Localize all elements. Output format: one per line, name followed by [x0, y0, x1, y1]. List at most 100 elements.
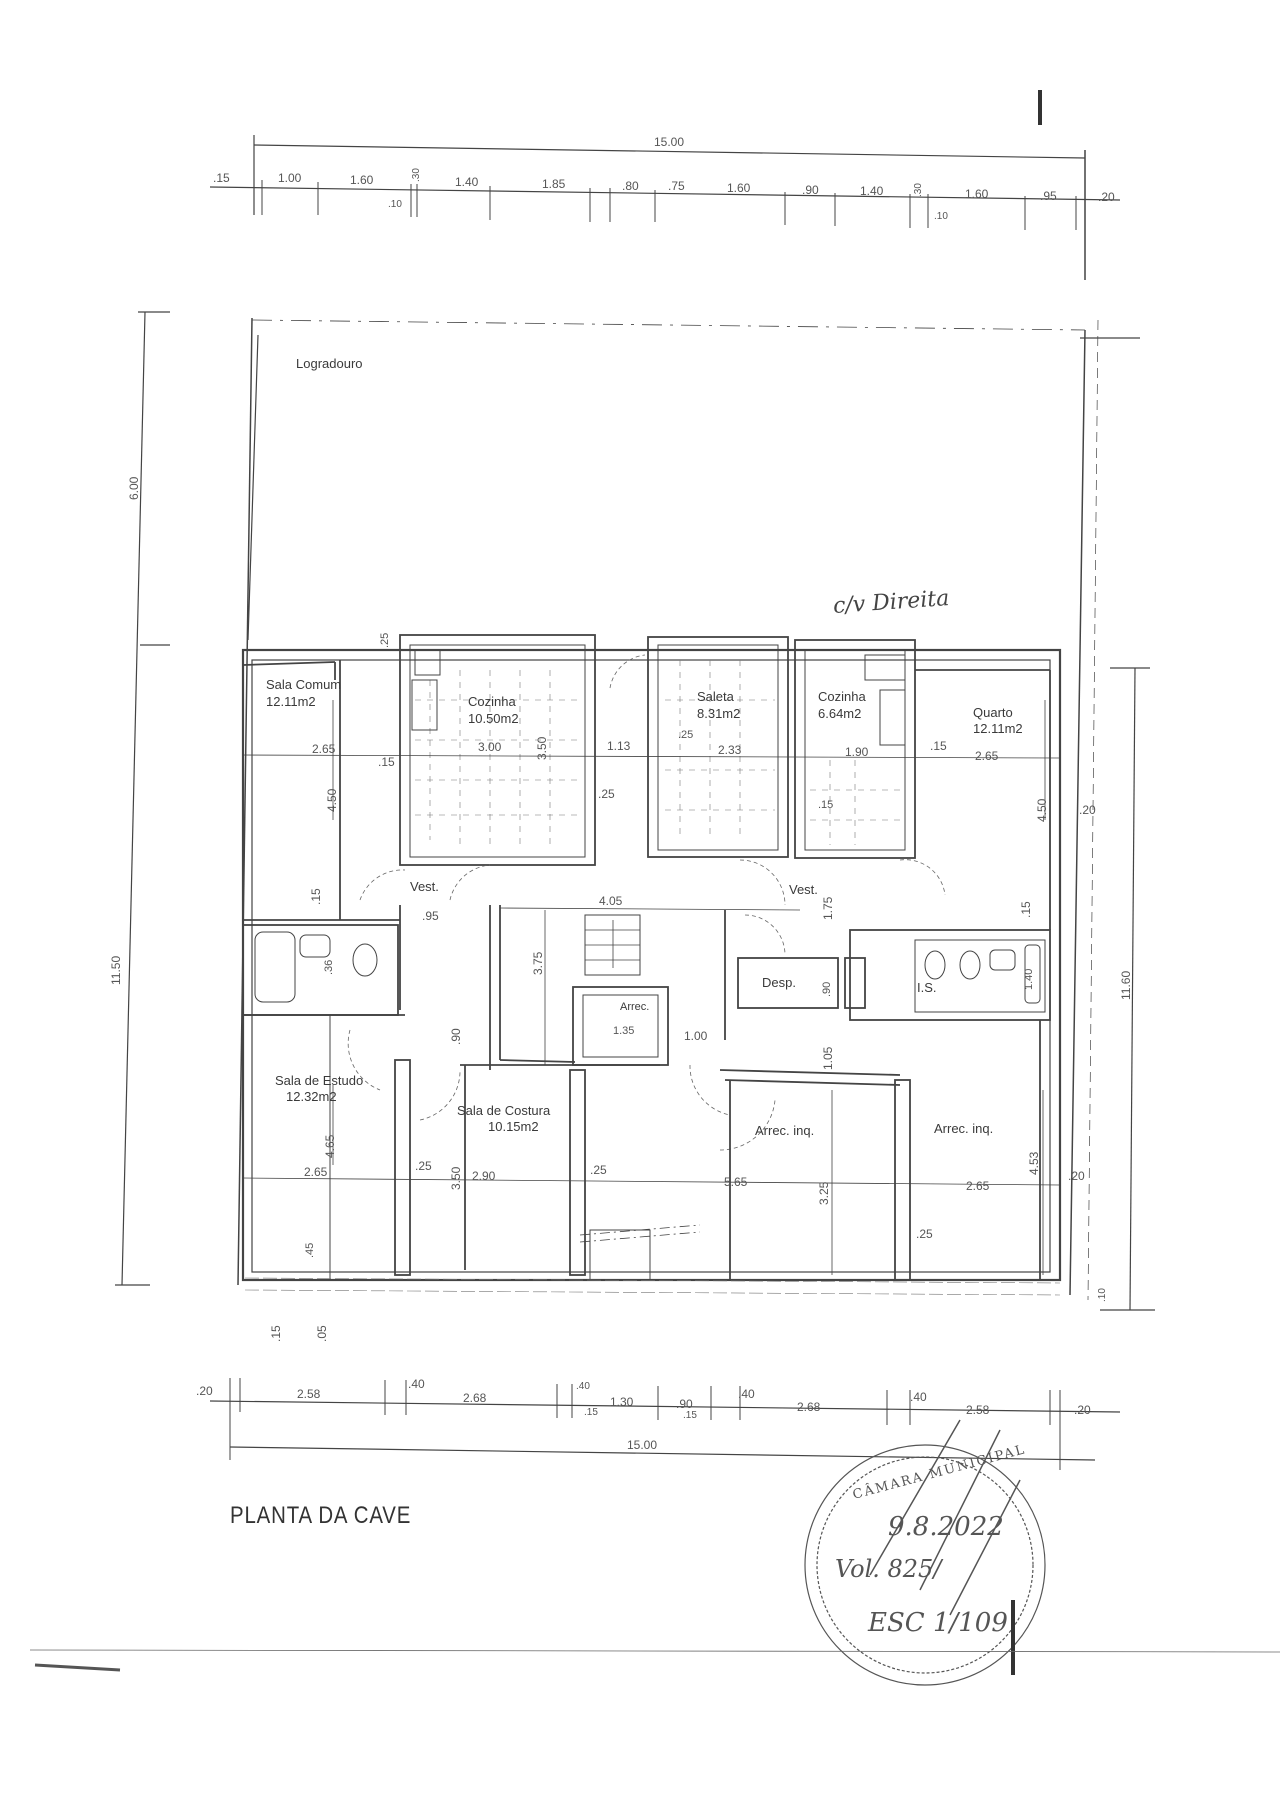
bath-dimension: .36: [323, 959, 335, 975]
bottom-segment-dim-line: [209, 1400, 1121, 1413]
bottom-dim-segment: 2.58: [966, 1403, 990, 1417]
bottom-dim-segment: .20: [1074, 1403, 1091, 1417]
hall-width-dimension: 4.05: [599, 894, 623, 908]
top-dim-segment: .75: [668, 179, 685, 193]
hall-depth-dimension: 3.75: [531, 951, 545, 975]
bottom-dim-segment: .40: [408, 1377, 425, 1391]
bottom-dim-segment: 1.30: [610, 1395, 634, 1409]
bottom-dim-segment: .40: [738, 1387, 755, 1401]
corridor-gap-dimension: 1.13: [607, 739, 631, 753]
room-cozinha-1-name: Cozinha: [468, 694, 516, 709]
room-arrec-small-width: 1.35: [613, 1025, 635, 1037]
wall-thickness-dimension: .20: [1068, 1169, 1085, 1183]
wall-thickness-dimension: .25: [916, 1227, 933, 1241]
top-dim-segment: .30: [913, 183, 924, 197]
top-dim-segment: 1.60: [350, 173, 374, 187]
room-arrec-inq-1-depth: 3.25: [817, 1181, 831, 1205]
lower-rooms-dim-line: [242, 1177, 1061, 1186]
room-vest-left-name: Vest.: [410, 879, 439, 894]
logradouro-label: Logradouro: [296, 356, 363, 371]
wall-thickness-dimension: .25: [678, 729, 694, 741]
site-right-boundary: [1069, 329, 1086, 1296]
door-width-dimension: 1.00: [684, 1029, 708, 1043]
room-sala-comum-area: 12.11m2: [266, 694, 316, 709]
wall-thickness-dimension: .15: [818, 799, 834, 811]
room-arrec-inq-2-depth: 4.53: [1027, 1151, 1041, 1175]
door-width-dimension: .90: [449, 1028, 463, 1045]
room-is-name: I.S.: [917, 980, 937, 995]
right-dimension: 11.60: [1119, 970, 1133, 1000]
room-quarto-name: Quarto: [973, 705, 1013, 720]
wall-thickness-dimension: .20: [1079, 803, 1096, 817]
top-dim-segment: .15: [213, 171, 230, 185]
room-arrec-inq-1-name: Arrec. inq.: [755, 1123, 815, 1138]
room-saleta-area: 8.31m2: [697, 706, 741, 721]
wall-thickness-dimension: .15: [930, 739, 947, 753]
stamp-volume: Vol. 825/: [835, 1555, 942, 1583]
room-sala-comum-depth: 4.50: [325, 788, 339, 812]
door-width-dimension: 1.05: [821, 1046, 835, 1070]
stamp-reference: ESC 1/109: [868, 1608, 1008, 1638]
bottom-dim-segment: 2.58: [297, 1387, 321, 1401]
municipal-stamp-graphic: [804, 1419, 1046, 1686]
top-dim-segment: 1.40: [860, 184, 884, 198]
vest-right-depth-dimension: 1.75: [821, 896, 835, 920]
wall-thickness-dimension: .15: [309, 888, 323, 905]
drawing-title: PLANTA DA CAVE: [230, 1502, 412, 1529]
left-upper-dimension: 6.00: [127, 476, 141, 500]
top-dim-segment: .80: [622, 179, 639, 193]
bottom-dim-segment: .90: [676, 1397, 693, 1411]
room-sala-costura-name: Sala de Costura: [457, 1103, 551, 1118]
top-dim-segment: 1.60: [965, 187, 989, 201]
room-is-width: 1.40: [1023, 968, 1035, 990]
site-left-boundary: [237, 317, 253, 1286]
room-sala-estudo-width: 2.65: [304, 1165, 328, 1179]
wall-thickness-dimension: .25: [598, 787, 615, 801]
top-overall-dim-line: [253, 144, 1086, 159]
stamp-date: 9.8.2022: [888, 1512, 1004, 1542]
top-dim-segment: .10: [388, 199, 402, 210]
wall-thickness-dimension: .25: [415, 1159, 432, 1173]
room-sala-estudo-name: Sala de Estudo: [275, 1073, 364, 1088]
top-dim-segment: .95: [1040, 189, 1057, 203]
top-dim-segment: .30: [411, 168, 422, 182]
bath-dimension: .45: [304, 1242, 316, 1258]
room-cozinha-2-name: Cozinha: [818, 689, 866, 704]
right-dim-line: [1129, 667, 1136, 1311]
top-segment-dim-line: [209, 186, 1121, 201]
bottom-dim-segment: 2.68: [463, 1391, 487, 1405]
room-quarto-width: 2.65: [975, 749, 999, 763]
bottom-left-dimension-b: .05: [315, 1325, 329, 1342]
room-sala-comum-name: Sala Comum: [266, 677, 342, 692]
room-arrec-small-name: Arrec.: [620, 1001, 650, 1013]
room-cozinha-2-width: 1.90: [845, 745, 869, 759]
room-arrec-inq-2-width: 2.65: [966, 1179, 990, 1193]
upper-rooms-dim-line: [242, 754, 1061, 759]
room-cozinha-1-area: 10.50m2: [468, 711, 519, 726]
room-arrec-inq-2-name: Arrec. inq.: [934, 1121, 994, 1136]
bottom-dim-segment: .15: [683, 1410, 697, 1421]
top-overall-dimension: 15.00: [654, 135, 685, 149]
wall-thickness-dimension: .25: [590, 1163, 607, 1177]
room-vest-right-name: Vest.: [789, 882, 818, 897]
room-cozinha-2-area: 6.64m2: [818, 706, 862, 721]
room-sala-costura-area: 10.15m2: [488, 1119, 539, 1134]
room-cozinha-1-width: 3.00: [478, 740, 502, 754]
room-sala-costura-width: 2.90: [472, 1169, 496, 1183]
bottom-dim-segment: .40: [576, 1381, 590, 1392]
room-desp-name: Desp.: [762, 975, 796, 990]
top-dim-segment: .10: [934, 211, 948, 222]
left-dim-line: [121, 311, 146, 1286]
room-quarto-depth: 4.50: [1035, 798, 1049, 822]
room-cozinha-1-depth: 3.50: [535, 736, 549, 760]
top-dim-segment: 1.85: [542, 177, 566, 191]
top-dim-segment: .90: [802, 183, 819, 197]
room-saleta-width: 2.33: [718, 743, 742, 757]
door-width-dimension: .95: [422, 909, 439, 923]
top-dim-segment: 1.40: [455, 175, 479, 189]
top-dim-segment: 1.60: [727, 181, 751, 195]
room-sala-costura-depth: 3.50: [449, 1166, 463, 1190]
room-saleta-name: Saleta: [697, 689, 734, 704]
room-arrec-inq-1-width: 5.65: [724, 1175, 748, 1189]
bottom-right-dimension: .10: [1097, 1288, 1108, 1302]
